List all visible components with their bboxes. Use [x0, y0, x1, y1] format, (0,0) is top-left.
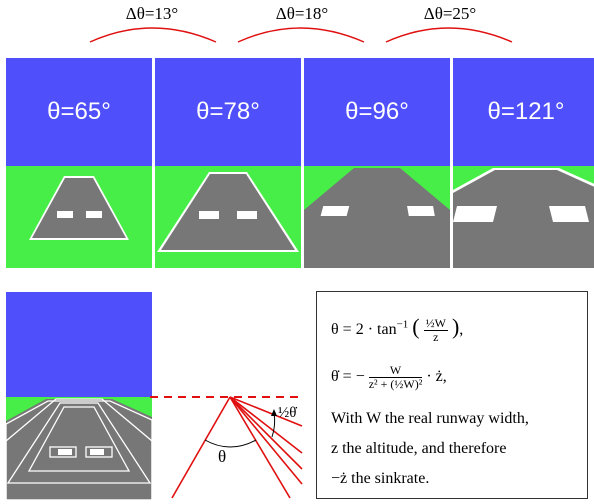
delta-arc-2 — [237, 27, 365, 43]
thetadot-arrowhead — [271, 409, 277, 416]
delta-label-1: Δθ=13° — [125, 4, 179, 23]
sky — [6, 292, 152, 397]
sky — [304, 58, 450, 166]
theta-value: θ=121° — [487, 98, 565, 125]
thetadot-label: ½θ̇ — [278, 405, 297, 421]
delta-arc-1 — [89, 27, 217, 43]
view-panel-3: θ=96° — [304, 58, 450, 268]
sky — [453, 58, 594, 166]
theta-arc — [204, 439, 257, 448]
formula-note-2: z the altitude, and therefore — [331, 440, 507, 457]
delta-label-3: Δθ=25° — [423, 4, 477, 23]
formula-note-1: With W the real runway width, — [331, 410, 529, 427]
runway-marking — [90, 449, 104, 455]
theta-label: θ — [218, 447, 227, 466]
overlay-panel — [6, 292, 152, 500]
overlaid-runways — [6, 398, 152, 500]
runway-marking — [237, 211, 257, 219]
delta-arc-3 — [385, 27, 513, 43]
view-panel-1: θ=65° — [6, 58, 152, 268]
runway-marking — [58, 449, 72, 455]
view-panel-4: θ=121° — [453, 58, 594, 268]
delta-label-2: Δθ=18° — [275, 4, 329, 23]
runway-marking — [199, 211, 219, 219]
runway-marking — [57, 211, 73, 218]
runway-marking — [320, 206, 350, 216]
formula-note-3: −ż the sinkrate. — [331, 470, 430, 487]
runway — [29, 176, 129, 240]
runway — [453, 168, 594, 268]
view-panel-2: θ=78° — [155, 58, 301, 268]
sky — [155, 58, 301, 166]
runway — [157, 172, 299, 252]
thetadot-arc — [271, 412, 276, 438]
runway-marking — [453, 206, 497, 222]
theta-value: θ=78° — [196, 98, 260, 125]
runway-marking — [86, 211, 102, 218]
runway — [304, 168, 450, 268]
sky — [6, 58, 152, 166]
runway-marking — [407, 206, 435, 216]
delta-arcs — [89, 27, 513, 43]
runway-marking — [549, 206, 589, 222]
theta-value: θ=96° — [345, 98, 409, 125]
theta-value: θ=65° — [47, 98, 111, 125]
